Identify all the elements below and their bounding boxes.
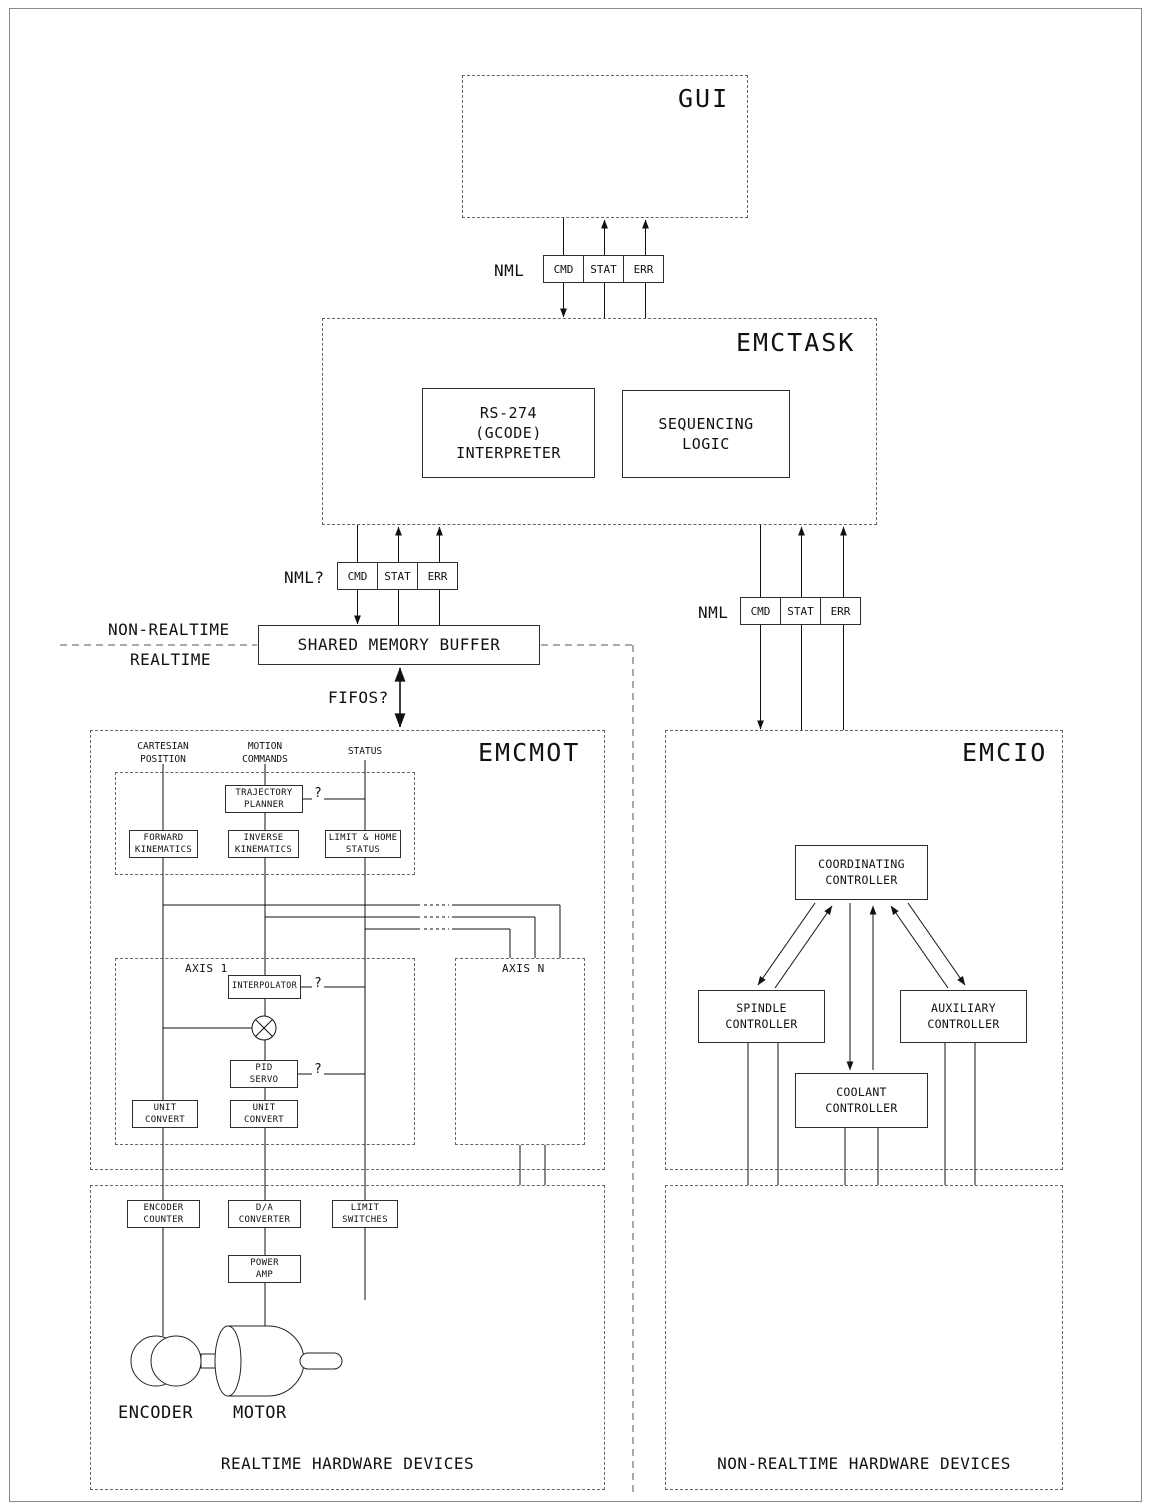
gcode-interpreter-line1: RS-274 [479, 403, 538, 422]
unit-convert-feedback-box: UNIT CONVERT [132, 1100, 198, 1128]
inverse-kinematics-box: INVERSE KINEMATICS [228, 830, 299, 858]
emcmot-box [90, 730, 605, 1170]
non-realtime-hardware-title: NON-REALTIME HARDWARE DEVICES [717, 1454, 1011, 1473]
spindle-controller-box: SPINDLE CONTROLLER [698, 990, 825, 1043]
emcmot-title: EMCMOT [478, 738, 581, 767]
pid-servo-box: PID SERVO [230, 1060, 298, 1088]
trajectory-question-mark: ? [312, 786, 324, 801]
axis1-label: AXIS 1 [183, 962, 230, 975]
trajectory-planner-box: TRAJECTORY PLANNER [225, 785, 303, 813]
nml-task-io-err-cell: ERR [820, 597, 861, 625]
gui-title: GUI [678, 84, 730, 113]
emcio-title: EMCIO [962, 738, 1048, 767]
nml-task-mot-channel-cells: CMD STAT ERR [337, 562, 458, 590]
nml-gui-err-cell: ERR [623, 255, 664, 283]
fifos-label: FIFOS? [328, 688, 389, 707]
realtime-label: REALTIME [130, 650, 212, 669]
interpolator-question-mark: ? [312, 976, 324, 991]
non-realtime-hardware-box: NON-REALTIME HARDWARE DEVICES [665, 1185, 1063, 1490]
limit-switches-box: LIMIT SWITCHES [332, 1200, 398, 1228]
nml-task-io-cmd-cell: CMD [740, 597, 781, 625]
emctask-box [322, 318, 877, 525]
axisn-label: AXIS N [500, 962, 547, 975]
interpolator-box: INTERPOLATOR [228, 975, 301, 999]
gcode-interpreter-line3: INTERPRETER [456, 444, 561, 463]
realtime-boundary-line [60, 644, 634, 1493]
nml-gui-cmd-cell: CMD [543, 255, 584, 283]
limit-home-status-box: LIMIT & HOME STATUS [325, 830, 401, 858]
coordinating-controller-box: COORDINATING CONTROLLER [795, 845, 928, 900]
summing-junction [251, 1015, 277, 1041]
realtime-hardware-title: REALTIME HARDWARE DEVICES [220, 1454, 475, 1473]
encoder-caption: ENCODER [118, 1403, 194, 1423]
unit-convert-output-box: UNIT CONVERT [230, 1100, 298, 1128]
coolant-controller-box: COOLANT CONTROLLER [795, 1073, 928, 1128]
emcio-box [665, 730, 1063, 1170]
axisn-box [455, 958, 585, 1145]
plain-wires [162, 218, 976, 1336]
axis-continuation-dashes [424, 904, 449, 930]
power-amp-box: POWER AMP [228, 1255, 301, 1283]
non-realtime-label: NON-REALTIME [108, 620, 230, 639]
arrow-wires [354, 219, 966, 1071]
sequencing-logic-line1: SEQUENCING [658, 414, 754, 433]
gcode-interpreter-box: RS-274 (GCODE) INTERPRETER [422, 388, 595, 478]
status-label: STATUS [347, 746, 383, 757]
motor-drawing [214, 1325, 343, 1397]
realtime-hardware-box: REALTIME HARDWARE DEVICES [90, 1185, 605, 1490]
nml-task-io-stat-cell: STAT [780, 597, 821, 625]
cartesian-position-label: CARTESIAN POSITION [137, 741, 189, 765]
sequencing-logic-box: SEQUENCING LOGIC [622, 390, 790, 478]
nml-gui-channel-cells: CMD STAT ERR [543, 255, 664, 283]
encoder-counter-box: ENCODER COUNTER [127, 1200, 200, 1228]
gcode-interpreter-line2: (GCODE) [475, 423, 542, 442]
nml-task-mot-label: NML? [284, 568, 325, 587]
motor-caption: MOTOR [233, 1403, 287, 1423]
shared-memory-buffer-box: SHARED MEMORY BUFFER [258, 625, 540, 665]
forward-kinematics-box: FORWARD KINEMATICS [129, 830, 198, 858]
shared-memory-buffer-label: SHARED MEMORY BUFFER [297, 635, 501, 655]
nml-task-io-label: NML [698, 603, 729, 622]
nml-task-io-channel-cells: CMD STAT ERR [740, 597, 861, 625]
gui-box [462, 75, 748, 218]
nml-task-mot-stat-cell: STAT [377, 562, 418, 590]
sequencing-logic-line2: LOGIC [682, 435, 730, 453]
encoder-drawing [130, 1335, 218, 1387]
pid-question-mark: ? [312, 1062, 324, 1077]
page-border [9, 8, 1142, 1502]
nml-task-mot-err-cell: ERR [417, 562, 458, 590]
nml-gui-stat-cell: STAT [583, 255, 624, 283]
nml-gui-label: NML [494, 261, 525, 280]
emctask-title: EMCTASK [736, 328, 856, 357]
auxiliary-controller-box: AUXILIARY CONTROLLER [900, 990, 1027, 1043]
nml-task-mot-cmd-cell: CMD [337, 562, 378, 590]
motion-commands-label: MOTION COMMANDS [242, 741, 288, 765]
da-converter-box: D/A CONVERTER [228, 1200, 301, 1228]
